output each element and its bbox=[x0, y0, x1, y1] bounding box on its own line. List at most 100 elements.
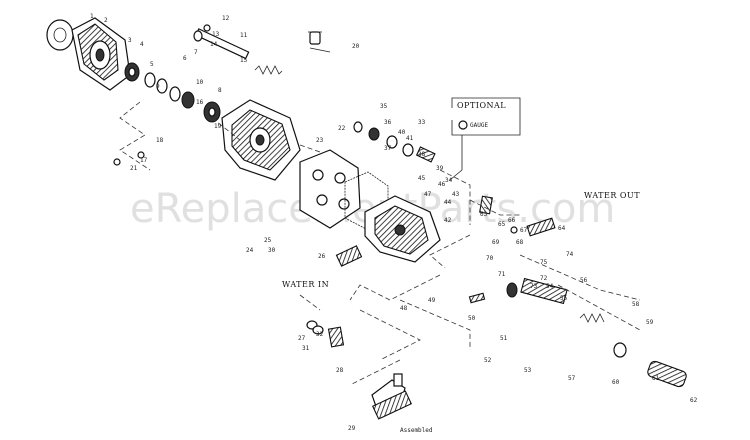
cover-plate-inner bbox=[53, 27, 67, 43]
callout-2: 2 bbox=[104, 17, 108, 24]
callout-55: 55 bbox=[560, 295, 568, 302]
pump-head bbox=[364, 195, 441, 263]
assembled-label: Assembled bbox=[400, 427, 433, 434]
callout-68: 68 bbox=[516, 239, 524, 246]
unloader-knob bbox=[647, 360, 687, 388]
callout-60: 60 bbox=[612, 379, 620, 386]
callout-53: 53 bbox=[524, 367, 532, 374]
callout-13: 13 bbox=[212, 31, 220, 38]
callout-17: 17 bbox=[140, 157, 148, 164]
o-ring bbox=[312, 325, 324, 335]
callout-57: 57 bbox=[568, 375, 576, 382]
callout-33: 33 bbox=[418, 119, 426, 126]
inlet-strainer bbox=[327, 326, 345, 348]
water-in-label: WATER IN bbox=[282, 280, 329, 289]
bearing-ring bbox=[128, 67, 136, 77]
callout-49: 49 bbox=[428, 297, 436, 304]
ring bbox=[144, 72, 156, 88]
valve-ring bbox=[368, 127, 380, 141]
valve-ring bbox=[402, 143, 414, 157]
callout-74: 74 bbox=[566, 251, 574, 258]
callout-75: 75 bbox=[540, 259, 548, 266]
manifold-plate bbox=[299, 149, 361, 229]
callout-12: 12 bbox=[222, 15, 230, 22]
cover-plate bbox=[46, 19, 74, 51]
outlet-fitting bbox=[479, 195, 493, 215]
callout-30: 30 bbox=[268, 247, 276, 254]
callout-46: 46 bbox=[438, 181, 446, 188]
unloader-ring bbox=[506, 282, 518, 298]
callout-35: 35 bbox=[380, 103, 388, 110]
optional-gauge-box bbox=[451, 97, 521, 136]
callout-65: 65 bbox=[498, 221, 506, 228]
callout-26: 26 bbox=[318, 253, 326, 260]
callout-71: 71 bbox=[498, 271, 506, 278]
callout-44: 44 bbox=[444, 199, 452, 206]
outlet-coupler bbox=[526, 217, 556, 237]
valve-ring bbox=[386, 135, 398, 149]
callout-5: 5 bbox=[150, 61, 154, 68]
unloader-body bbox=[520, 277, 568, 305]
callout-31: 31 bbox=[302, 345, 310, 352]
assembled-view bbox=[371, 373, 413, 420]
callout-50: 50 bbox=[468, 315, 476, 322]
callout-19: 19 bbox=[214, 123, 222, 130]
shaft-end bbox=[193, 30, 203, 42]
callout-69: 69 bbox=[492, 239, 500, 246]
parts-group bbox=[46, 17, 687, 420]
callout-7: 7 bbox=[194, 49, 198, 56]
callout-29: 29 bbox=[348, 425, 356, 432]
callout-73: 73 bbox=[530, 283, 538, 290]
pump-housing bbox=[221, 99, 301, 181]
callout-62: 62 bbox=[690, 397, 698, 404]
callout-39: 39 bbox=[436, 165, 444, 172]
callout-22: 22 bbox=[338, 125, 346, 132]
callout-36: 36 bbox=[384, 119, 392, 126]
callout-21: 21 bbox=[130, 165, 138, 172]
callout-34: 34 bbox=[445, 177, 453, 184]
callout-52: 52 bbox=[484, 357, 492, 364]
callout-15: 15 bbox=[240, 57, 248, 64]
callout-8: 8 bbox=[218, 87, 222, 94]
unloader-spring bbox=[579, 313, 605, 323]
callout-45: 45 bbox=[418, 175, 426, 182]
callout-32: 32 bbox=[316, 331, 324, 338]
callout-67: 67 bbox=[520, 227, 528, 234]
callout-37: 37 bbox=[384, 145, 392, 152]
assembly-guidelines bbox=[119, 47, 641, 386]
callout-11: 11 bbox=[240, 32, 248, 39]
callout-41: 41 bbox=[406, 135, 414, 142]
callout-56: 56 bbox=[580, 277, 588, 284]
callout-48: 48 bbox=[400, 305, 408, 312]
unloader-ring bbox=[613, 342, 627, 358]
callout-28: 28 bbox=[336, 367, 344, 374]
callout-4: 4 bbox=[140, 41, 144, 48]
plug-bolt bbox=[468, 292, 486, 304]
water-out-label: WATER OUT bbox=[584, 191, 640, 200]
ring bbox=[169, 86, 181, 102]
callout-27: 27 bbox=[298, 335, 306, 342]
optional-label: OPTIONAL bbox=[457, 101, 506, 110]
callout-3: 3 bbox=[128, 37, 132, 44]
callout-24: 24 bbox=[246, 247, 254, 254]
callout-numbers: 1234567891011121314151617181920212223242… bbox=[90, 13, 698, 432]
callout-6: 6 bbox=[183, 55, 187, 62]
callout-20: 20 bbox=[352, 43, 360, 50]
callout-54: 54 bbox=[546, 283, 554, 290]
screw bbox=[203, 24, 211, 32]
plug bbox=[309, 31, 321, 45]
callout-70: 70 bbox=[486, 255, 494, 262]
callout-38: 38 bbox=[418, 151, 426, 158]
callout-66: 66 bbox=[508, 217, 516, 224]
outlet-nut bbox=[510, 226, 518, 234]
inlet-fitting bbox=[335, 245, 363, 267]
ring bbox=[181, 91, 195, 109]
callout-72: 72 bbox=[540, 275, 548, 282]
callout-10: 10 bbox=[196, 79, 204, 86]
callout-43: 43 bbox=[452, 191, 460, 198]
valve-body bbox=[415, 146, 436, 163]
callout-59: 59 bbox=[646, 319, 654, 326]
callout-9: 9 bbox=[156, 83, 160, 90]
spring bbox=[254, 65, 283, 75]
valve-ring bbox=[353, 121, 363, 133]
